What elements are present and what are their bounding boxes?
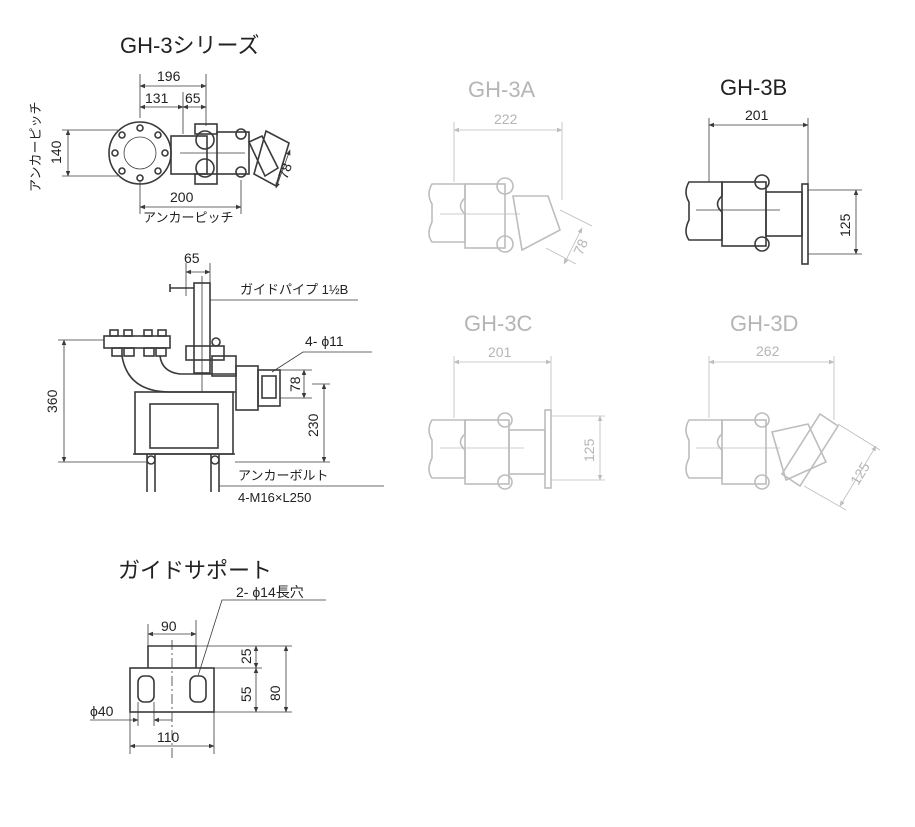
variant-gh3d-dim-main: 262 (756, 343, 780, 359)
variant-gh3b-body (721, 181, 767, 247)
main-title: GH-3シリーズ (120, 33, 259, 58)
variant-gh3c-dim-side: 125 (581, 438, 597, 462)
dim-90: 90 (161, 618, 177, 634)
slot-hole-right (189, 675, 207, 703)
dim-25: 25 (238, 648, 254, 664)
pump-body (170, 135, 208, 175)
guide-pipe-label: ガイドパイプ 1½B (240, 282, 348, 297)
variant-gh3d-dim-side: 125 (847, 459, 873, 487)
flange-bore (123, 136, 157, 170)
flange-bolt-holes (111, 124, 169, 182)
dim-78-top: 78 (275, 161, 295, 181)
slot-hole-left (137, 675, 155, 703)
variant-gh3b-dim-side: 125 (837, 213, 853, 237)
variant-gh3c-dim-main: 201 (488, 344, 512, 360)
outlet-flange (257, 369, 281, 407)
dim-140: 140 (48, 140, 64, 164)
guide-holes-label: 2- ϕ14長穴 (236, 584, 304, 600)
dim-65-side: 65 (184, 250, 200, 266)
dim-110: 110 (157, 729, 180, 745)
variant-gh3a-dim-main: 222 (494, 111, 518, 127)
variant-gh3b: GH-3B 201 125 (685, 75, 862, 265)
dim-196: 196 (157, 68, 181, 84)
variant-gh3c: GH-3C 201 125 (428, 311, 605, 490)
dim-55: 55 (238, 686, 254, 702)
anchor-bolt-spec: 4-M16×L250 (238, 490, 311, 505)
variant-gh3c-title: GH-3C (464, 311, 533, 336)
variant-gh3a: GH-3A 222 78 (428, 77, 593, 265)
side-view: 65 ガイドパイプ 1½B 4- ϕ11 360 78 230 アンカーボルト … (44, 250, 384, 505)
dim-65-top: 65 (185, 90, 201, 106)
dim-200: 200 (170, 189, 194, 205)
variant-gh3b-flange (801, 183, 809, 265)
anchor-bolt-label: アンカーボルト (238, 468, 328, 483)
guide-support-title: ガイドサポート (118, 558, 272, 583)
variant-gh3d: GH-3D 262 125 (685, 311, 881, 511)
variant-gh3d-title: GH-3D (730, 311, 798, 336)
top-view: 196 131 65 140 アンカーピッチ 78 200 アンカーピッチ (28, 68, 295, 225)
dim-phi40: ϕ40 (90, 703, 114, 719)
variant-gh3a-title: GH-3A (468, 77, 536, 102)
top-flange-plate (103, 335, 171, 349)
dim-230: 230 (305, 413, 321, 437)
outlet-housing (216, 131, 250, 175)
holes-label: 4- ϕ11 (305, 333, 344, 349)
guide-support: ガイドサポート 90 2- ϕ14長穴 25 55 80 ϕ40 (90, 558, 326, 760)
variant-gh3b-dim-main: 201 (745, 107, 769, 123)
anchor-pitch-vertical: アンカーピッチ (28, 102, 43, 192)
dim-78-side: 78 (287, 376, 303, 392)
dim-360: 360 (44, 389, 60, 413)
anchor-pitch-horizontal: アンカーピッチ (143, 210, 233, 225)
dim-131: 131 (145, 90, 169, 106)
variant-gh3b-title: GH-3B (720, 75, 787, 100)
variant-gh3a-dim-side: 78 (570, 236, 591, 257)
dim-80: 80 (267, 685, 283, 701)
